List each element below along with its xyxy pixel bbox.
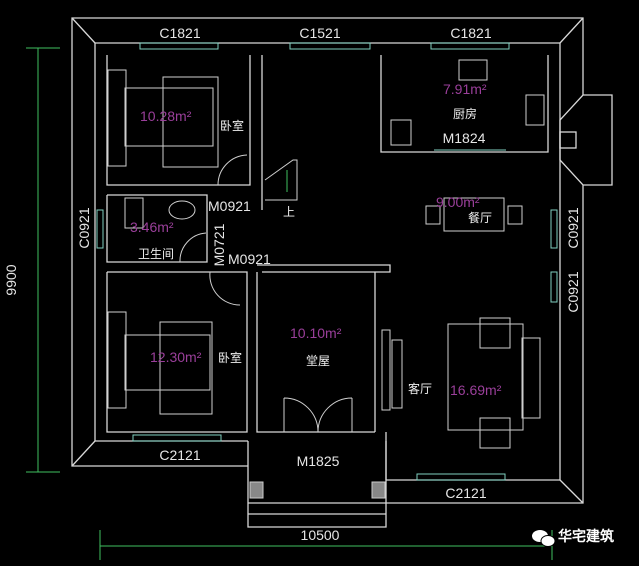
living-name: 客厅 <box>408 381 432 396</box>
window-right-upper: C0921 <box>565 207 581 248</box>
interior-walls <box>106 55 549 480</box>
dimension-height: 9900 <box>3 264 19 295</box>
door-kitchen: M1824 <box>443 130 486 146</box>
window-left: C0921 <box>76 207 92 248</box>
door-swings <box>179 154 353 433</box>
window-bottom-left: C2121 <box>159 447 200 463</box>
window-top-left: C1821 <box>159 25 200 41</box>
bedroom2-area: 12.30m² <box>150 349 202 365</box>
bedroom1-area: 10.28m² <box>140 108 192 124</box>
bathroom-area: 3.46m² <box>130 219 174 235</box>
window-bottom-right: C2121 <box>445 485 486 501</box>
dining-name: 餐厅 <box>468 210 492 225</box>
door-bedroom1: M0921 <box>208 198 251 214</box>
bedroom2-name: 卧室 <box>218 350 242 365</box>
dining-area: 9.00m² <box>436 194 480 210</box>
kitchen-name: 厨房 <box>453 106 477 121</box>
window-top-right: C1821 <box>450 25 491 41</box>
door-bathroom: M0721 <box>211 223 227 266</box>
furniture <box>107 59 545 449</box>
kitchen-area: 7.91m² <box>443 81 487 97</box>
living-area: 16.69m² <box>450 382 502 398</box>
window-right-lower: C0921 <box>565 271 581 312</box>
hall-area: 10.10m² <box>290 325 342 341</box>
window-top-middle: C1521 <box>299 25 340 41</box>
bedroom1-name: 卧室 <box>220 118 244 133</box>
door-entrance: M1825 <box>297 453 340 469</box>
wechat-icon <box>532 530 556 547</box>
bathroom-name: 卫生间 <box>138 247 174 261</box>
dimension-width: 10500 <box>301 527 340 543</box>
hall-name: 堂屋 <box>306 354 330 368</box>
watermark: 华宅建筑 <box>558 528 614 545</box>
stairs-up-label: 上 <box>283 205 295 219</box>
door-bedroom2: M0921 <box>228 251 271 267</box>
dimension-lines <box>26 47 553 560</box>
windows <box>96 42 558 481</box>
